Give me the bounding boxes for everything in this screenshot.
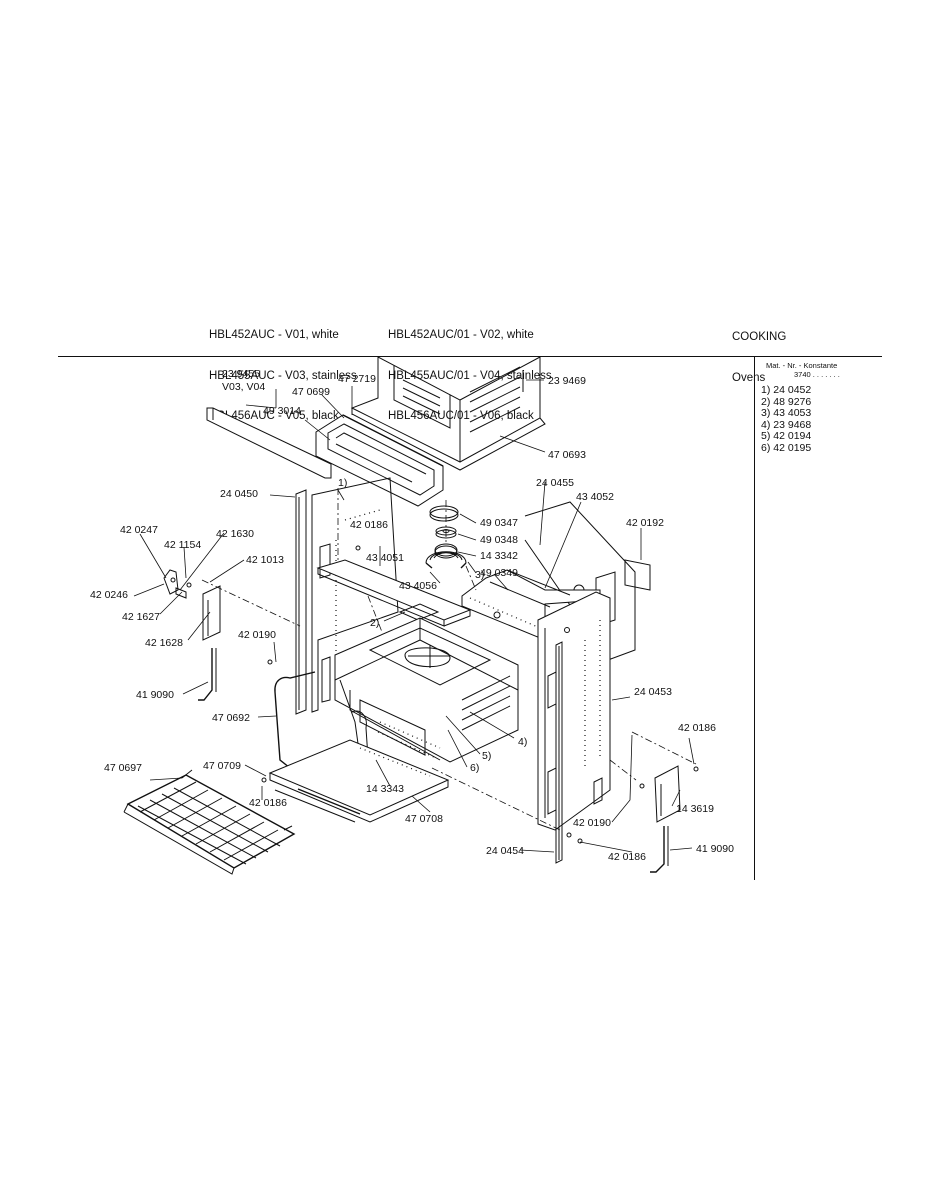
callout-label: 42 0192: [626, 517, 664, 529]
callout-label: 24 0454: [486, 845, 524, 857]
side-divider: [754, 357, 755, 880]
left-hinge-assembly-part: [163, 569, 221, 701]
leader-lines: [133, 379, 695, 853]
category-subtitle: Ovens: [732, 371, 766, 384]
callout-label: 41 9090: [136, 689, 174, 701]
callout-label: 42 0246: [90, 589, 128, 601]
constants-header: Mat. - Nr. - Konstante 3740 . . . . . . …: [766, 361, 840, 379]
top-cross-member-part: [316, 559, 472, 627]
callout-label: 43 4056: [399, 580, 437, 592]
category-title: COOKING: [732, 331, 787, 343]
oven-cavity-part: [334, 617, 519, 763]
callout-label: 24 0455: [536, 477, 574, 489]
callout-label: 42 0186: [678, 722, 716, 734]
callout-label: 23 9455: [222, 368, 260, 380]
callout-label: 14 3342: [480, 550, 518, 562]
callout-label: 47 0699: [292, 386, 330, 398]
model-line: HBL452AUC - V01, white: [209, 329, 339, 341]
model-line: HBL455AUC - V03, stainless: [209, 369, 357, 382]
header-divider: [58, 356, 882, 357]
callout-label: 24 0450: [220, 488, 258, 500]
constant-item: 4) 23 9468: [761, 418, 812, 431]
callout-label: 42 0190: [573, 817, 611, 829]
callout-label: 49 3014: [263, 405, 301, 417]
callout-label: 24 0453: [634, 686, 672, 698]
callout-label: 47 0693: [548, 449, 586, 461]
constants-code: 3740 . . . . . . .: [794, 370, 840, 379]
callout-label: 42 1628: [145, 637, 183, 649]
callout-label: 14 3343: [366, 783, 404, 795]
callout-label: 42 1627: [122, 611, 160, 623]
callout-label: 42 0186: [249, 797, 287, 809]
constants-list: 1) 24 0452 2) 48 9276 3) 43 4053 4) 23 9…: [761, 384, 812, 455]
model-line: HBL452AUC/01 - V02, white: [388, 329, 534, 341]
constant-item: 5) 42 0194: [761, 430, 812, 443]
right-hinge-assembly-part: [650, 765, 681, 873]
left-side-panel-part: [295, 477, 399, 715]
right-trim-strip-part: [555, 641, 563, 864]
callout-label: 43 4052: [576, 491, 614, 503]
callout-label: 49 0349: [480, 567, 518, 579]
screws: [186, 545, 699, 844]
callout-label: 47 0708: [405, 813, 443, 825]
callout-label: 5): [482, 750, 491, 762]
callout-label: 42 1013: [246, 554, 284, 566]
callout-label: 2): [370, 617, 379, 629]
constant-item: 2) 48 9276: [761, 395, 812, 408]
model-line: HBL456AUC/01 - V06, black: [388, 410, 534, 422]
callout-label: 3): [475, 569, 484, 581]
callout-label: 42 0247: [120, 524, 158, 536]
callout-labels: 23 9455 V03, V04 47 0699 47 2719 23 9469…: [90, 368, 734, 863]
callout-label: 4): [518, 736, 527, 748]
right-side-panel-part: [537, 591, 611, 831]
callout-label: 42 0186: [350, 519, 388, 531]
constant-item: 1) 24 0452: [761, 384, 812, 396]
oven-rack-part: [123, 769, 296, 875]
callout-label: 42 0190: [238, 629, 276, 641]
front-trim-panel-part: [206, 407, 332, 479]
alignment-lines: [201, 488, 697, 831]
models-column-1: HBL452AUC - V01, white HBL455AUC - V03, …: [209, 302, 357, 437]
callout-label: 47 0697: [104, 762, 142, 774]
constant-item: 3) 43 4053: [761, 407, 812, 420]
insulation-wrapper-part: [461, 569, 601, 641]
callout-label: V03, V04: [222, 381, 265, 393]
control-panel-frame-part: [315, 414, 444, 507]
callout-label: 41 9090: [696, 843, 734, 855]
constants-heading: Mat. - Nr. - Konstante: [766, 361, 838, 370]
callout-label: 42 1630: [216, 528, 254, 540]
callout-label: 49 0348: [480, 534, 518, 546]
callout-label: 47 0692: [212, 712, 250, 724]
callout-label: 49 0347: [480, 517, 518, 529]
callout-label: 47 2719: [338, 373, 376, 385]
callout-label: 14 3619: [676, 803, 714, 815]
callout-label: 42 1154: [164, 539, 201, 551]
constant-item: 6) 42 0195: [761, 441, 812, 454]
callout-label: 1): [338, 477, 347, 489]
callout-label: 6): [470, 762, 479, 774]
callout-label: 47 0709: [203, 760, 241, 772]
callout-label: 43 4051: [366, 552, 404, 564]
bottom-panel-part: [268, 739, 450, 823]
convection-fan-assembly-part: [425, 505, 467, 569]
category-block: COOKING Ovens: [732, 304, 786, 399]
callout-label: 42 0186: [608, 851, 646, 863]
callout-label: 23 9469: [548, 375, 586, 387]
